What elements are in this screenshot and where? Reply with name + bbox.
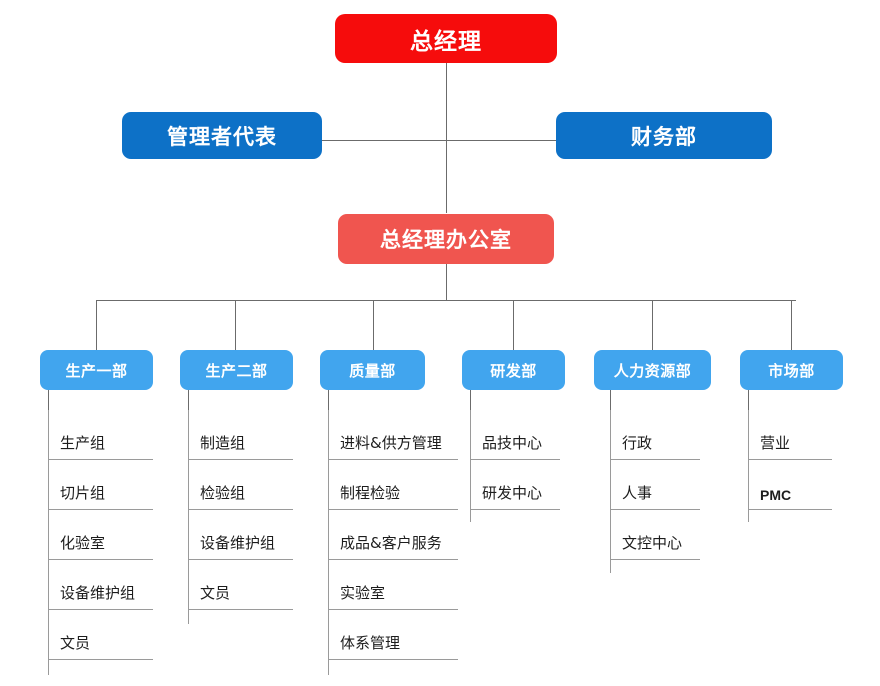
- subitem-spine: [48, 410, 49, 675]
- connector-drop-dept-1: [96, 300, 97, 350]
- subitems-marketing: 营业 PMC: [748, 410, 832, 522]
- node-gm-office[interactable]: 总经理办公室: [338, 214, 554, 264]
- subitem-spine: [328, 410, 329, 675]
- list-item[interactable]: 营业: [748, 410, 832, 460]
- list-item[interactable]: 成品&客户服务: [328, 510, 458, 560]
- node-department-production-2[interactable]: 生产二部: [180, 350, 293, 390]
- subitems-rnd: 品技中心 研发中心: [470, 410, 560, 522]
- node-department-production-2-label: 生产二部: [205, 362, 268, 380]
- list-item[interactable]: 制程检验: [328, 460, 458, 510]
- connector-department-bus: [96, 300, 796, 301]
- list-item[interactable]: 体系管理: [328, 610, 458, 660]
- list-item[interactable]: 设备维护组: [188, 510, 293, 560]
- subitems-hr: 行政 人事 文控中心: [610, 410, 700, 573]
- list-item[interactable]: 进料&供方管理: [328, 410, 458, 460]
- subitem-label: 成品&客户服务: [340, 534, 442, 552]
- subitem-label: 营业: [760, 434, 791, 452]
- subitems-quality: 进料&供方管理 制程检验 成品&客户服务 实验室 体系管理: [328, 410, 458, 675]
- node-department-production-1-label: 生产一部: [65, 362, 128, 380]
- connector-drop-dept-2: [235, 300, 236, 350]
- node-department-marketing[interactable]: 市场部: [740, 350, 843, 390]
- connector-stem-dept-4: [470, 390, 471, 410]
- list-item[interactable]: 人事: [610, 460, 700, 510]
- subitem-label: 实验室: [340, 584, 386, 602]
- node-management-representative-label: 管理者代表: [167, 125, 277, 149]
- list-item[interactable]: 品技中心: [470, 410, 560, 460]
- node-department-production-1[interactable]: 生产一部: [40, 350, 153, 390]
- subitem-label: 检验组: [200, 484, 246, 502]
- node-department-quality-label: 质量部: [349, 362, 396, 380]
- node-management-representative[interactable]: 管理者代表: [122, 112, 322, 159]
- subitem-label: 人事: [622, 484, 653, 502]
- subitem-label: 行政: [622, 434, 653, 452]
- subitem-label: 设备维护组: [200, 534, 276, 552]
- subitem-label: 切片组: [60, 484, 106, 502]
- subitem-label: 进料&供方管理: [340, 434, 442, 452]
- subitem-label: 制程检验: [340, 484, 401, 502]
- connector-drop-dept-6: [791, 300, 792, 350]
- list-item[interactable]: PMC: [748, 460, 832, 510]
- list-item[interactable]: 化验室: [48, 510, 153, 560]
- connector-drop-dept-5: [652, 300, 653, 350]
- node-department-rnd-label: 研发部: [490, 362, 537, 380]
- subitem-spine: [188, 410, 189, 624]
- list-item[interactable]: 文控中心: [610, 510, 700, 560]
- list-item[interactable]: 制造组: [188, 410, 293, 460]
- subitem-label: 文控中心: [622, 534, 683, 552]
- list-item[interactable]: 文员: [48, 610, 153, 660]
- node-department-hr[interactable]: 人力资源部: [594, 350, 711, 390]
- connector-stem-dept-6: [748, 390, 749, 410]
- subitem-label: 设备维护组: [60, 584, 136, 602]
- list-item[interactable]: 研发中心: [470, 460, 560, 510]
- list-item[interactable]: 行政: [610, 410, 700, 460]
- subitem-spine: [610, 410, 611, 573]
- subitem-label: 生产组: [60, 434, 106, 452]
- node-department-quality[interactable]: 质量部: [320, 350, 425, 390]
- node-department-rnd[interactable]: 研发部: [462, 350, 565, 390]
- list-item[interactable]: 生产组: [48, 410, 153, 460]
- connector-stem-dept-2: [188, 390, 189, 410]
- subitem-label: 文员: [200, 584, 231, 602]
- connector-staff-horizontal: [322, 140, 570, 141]
- subitem-label: 体系管理: [340, 634, 401, 652]
- subitem-label: 品技中心: [482, 434, 543, 452]
- subitem-label: 制造组: [200, 434, 246, 452]
- connector-stem-dept-3: [328, 390, 329, 410]
- connector-drop-dept-4: [513, 300, 514, 350]
- subitem-label: PMC: [760, 487, 792, 503]
- node-department-hr-label: 人力资源部: [613, 362, 692, 380]
- subitem-spine: [470, 410, 471, 522]
- subitem-spine: [748, 410, 749, 522]
- node-gm-office-label: 总经理办公室: [380, 229, 512, 252]
- subitems-production-1: 生产组 切片组 化验室 设备维护组 文员: [48, 410, 153, 675]
- node-finance-department-label: 财务部: [631, 125, 697, 149]
- subitem-label: 化验室: [60, 534, 106, 552]
- list-item[interactable]: 文员: [188, 560, 293, 610]
- node-finance-department[interactable]: 财务部: [556, 112, 772, 159]
- connector-stem-dept-1: [48, 390, 49, 410]
- subitem-label: 研发中心: [482, 484, 543, 502]
- node-general-manager[interactable]: 总经理: [335, 14, 557, 63]
- connector-root-to-office: [446, 63, 447, 213]
- connector-drop-dept-3: [373, 300, 374, 350]
- connector-stem-dept-5: [610, 390, 611, 410]
- node-department-marketing-label: 市场部: [768, 362, 815, 380]
- subitem-label: 文员: [60, 634, 91, 652]
- subitems-production-2: 制造组 检验组 设备维护组 文员: [188, 410, 293, 624]
- list-item[interactable]: 切片组: [48, 460, 153, 510]
- node-general-manager-label: 总经理: [410, 27, 482, 54]
- connector-office-to-bus: [446, 264, 447, 301]
- list-item[interactable]: 实验室: [328, 560, 458, 610]
- list-item[interactable]: 检验组: [188, 460, 293, 510]
- list-item[interactable]: 设备维护组: [48, 560, 153, 610]
